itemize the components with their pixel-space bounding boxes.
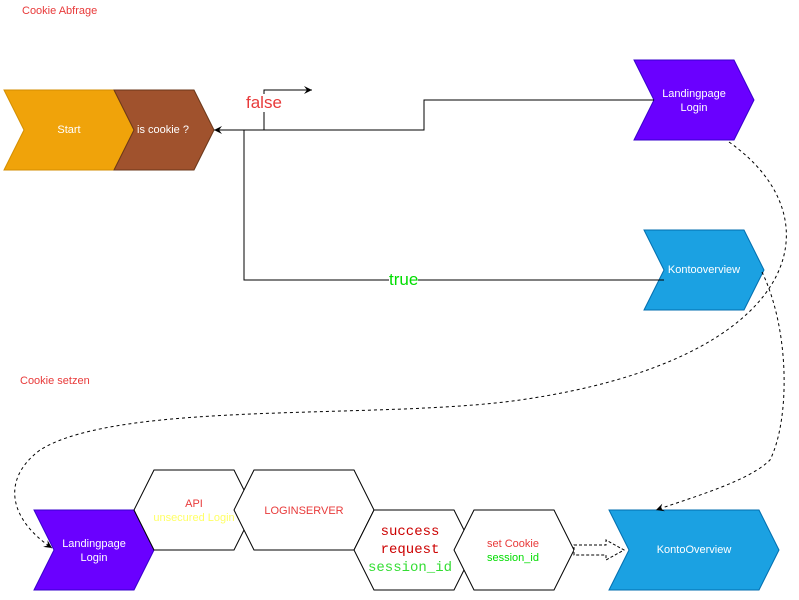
flow-arrow-shape	[573, 539, 626, 561]
edge-konto-top-to-konto-bottom	[655, 271, 785, 512]
kontooverview-top-label: Kontooverview	[667, 264, 741, 276]
loginserver-label: LOGINSERVER	[264, 505, 344, 517]
set-cookie-shape[interactable]	[453, 509, 575, 591]
start-label: Start	[57, 124, 81, 136]
landing-bottom-line1: Landingpage	[62, 538, 126, 550]
success-line2: request	[380, 542, 440, 558]
section-title-cookie-abfrage: Cookie Abfrage	[22, 5, 98, 17]
set-cookie-line2: session_id	[487, 552, 539, 564]
edge-true-branch	[243, 130, 664, 281]
api-shape[interactable]	[133, 469, 255, 551]
api-line1: API	[185, 498, 203, 510]
edge-false-stub	[263, 86, 312, 130]
landing-top-line1: Landingpage	[662, 88, 726, 100]
landing-top-label: Landingpage Login	[654, 86, 734, 116]
section-title-cookie-setzen: Cookie setzen	[20, 375, 90, 387]
success-line1: success	[380, 524, 440, 540]
edge-landing-top-to-landing-bottom	[14, 141, 787, 549]
edge-landing-to-is-cookie	[214, 99, 654, 134]
api-label: API unsecured Login	[144, 496, 244, 526]
success-request-label: success request session_id	[362, 522, 458, 578]
success-request-shape[interactable]	[353, 509, 475, 591]
is-cookie-shape[interactable]	[113, 89, 215, 171]
landing-bottom-label: Landingpage Login	[54, 536, 134, 566]
kontooverview-bottom-label: KontoOverview	[656, 544, 732, 556]
false-label: false	[246, 93, 282, 112]
kontooverview-top-shape[interactable]	[643, 229, 765, 311]
kontooverview-bottom-shape[interactable]	[608, 509, 780, 591]
landing-bottom-line2: Login	[80, 552, 108, 564]
api-line2: unsecured Login	[153, 512, 235, 524]
landing-top-line2: Login	[680, 102, 708, 114]
set-cookie-line1: set Cookie	[487, 538, 539, 550]
set-cookie-label: set Cookie session_id	[470, 536, 556, 566]
is-cookie-label: is cookie ?	[137, 124, 189, 136]
success-line3: session_id	[367, 560, 452, 576]
true-label: true	[389, 270, 419, 289]
